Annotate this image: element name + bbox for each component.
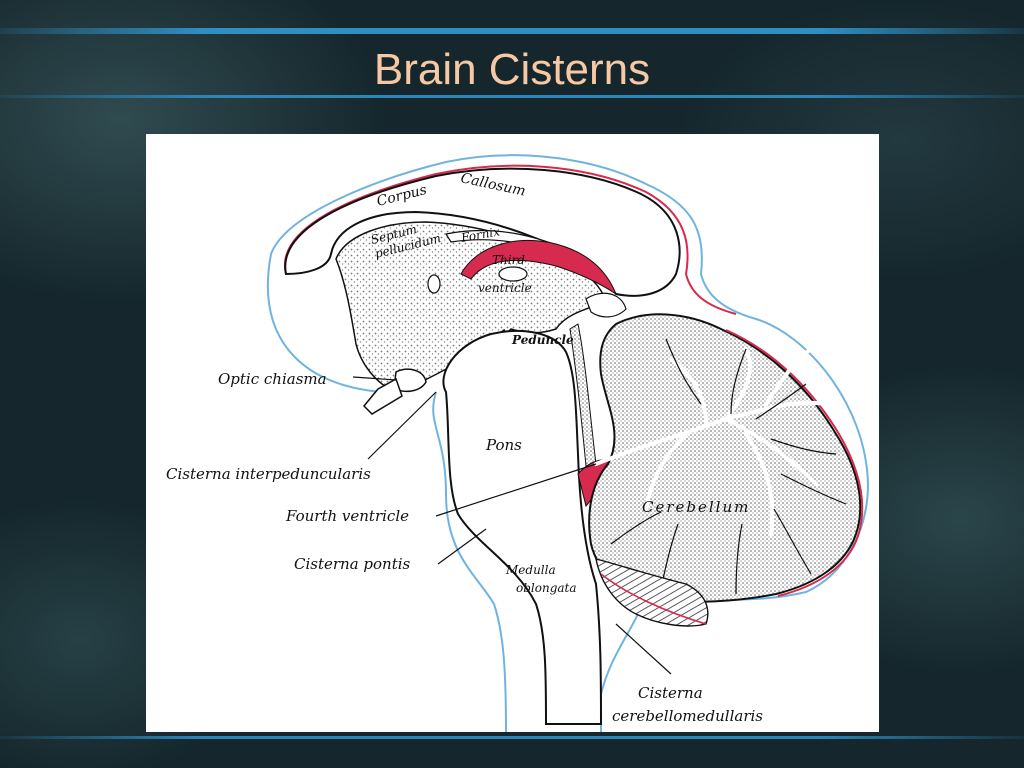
foramen-oval	[427, 274, 441, 294]
pineal-region	[585, 292, 627, 318]
label-fornix: Fornix	[459, 224, 501, 245]
label-third: Third	[492, 253, 525, 267]
label-optic-chiasma: Optic chiasma	[218, 370, 327, 388]
brainstem-shape	[442, 329, 603, 725]
label-cerebellum: Cerebellum	[642, 498, 750, 516]
label-peduncle: Peduncle	[511, 333, 574, 347]
leader-fourth-ventricle	[435, 463, 597, 517]
corpus-callosum-shape	[284, 167, 681, 297]
label-pons: Pons	[485, 436, 522, 454]
label-fourth-ventricle: Fourth ventricle	[285, 507, 409, 525]
slide-title: Brain Cisterns	[373, 45, 651, 94]
label-oblongata: oblongata	[516, 581, 577, 595]
cerebellum-red-edge	[725, 329, 864, 597]
leader-lines	[352, 376, 672, 675]
interthalamic-adhesion	[498, 266, 528, 282]
top-rule	[0, 28, 1024, 34]
label-medulla: Medulla	[505, 563, 556, 577]
title-underline-rule	[0, 95, 1024, 98]
label-cisterna: Cisterna	[638, 684, 703, 702]
third-ventricle-roof	[460, 240, 618, 296]
bottom-rule	[0, 736, 1024, 739]
leader-interpeduncularis	[367, 391, 437, 460]
label-cisterna-interpeduncularis: Cisterna interpeduncularis	[166, 465, 371, 483]
arachnoid-outline-front	[432, 391, 507, 732]
leader-optic-chiasma	[352, 376, 397, 381]
label-ventricle: ventricle	[478, 281, 532, 295]
leader-cisterna-pontis	[437, 528, 487, 565]
cerebellum-shape	[588, 313, 862, 603]
brain-diagram-svg: Corpus Callosum Septum pellucidum Fornix…	[166, 154, 870, 732]
label-cerebellomedullaris: cerebellomedullaris	[612, 707, 763, 725]
optic-nerve-stub	[362, 377, 403, 415]
septum-thalamus-region	[335, 221, 607, 393]
leader-cerebellomedullaris	[615, 623, 672, 675]
cerebellum-fissures	[610, 338, 847, 595]
brain-cisterns-figure: Corpus Callosum Septum pellucidum Fornix…	[146, 134, 879, 732]
tonsil-red-edge	[600, 573, 707, 625]
label-cisterna-pontis: Cisterna pontis	[294, 555, 411, 573]
